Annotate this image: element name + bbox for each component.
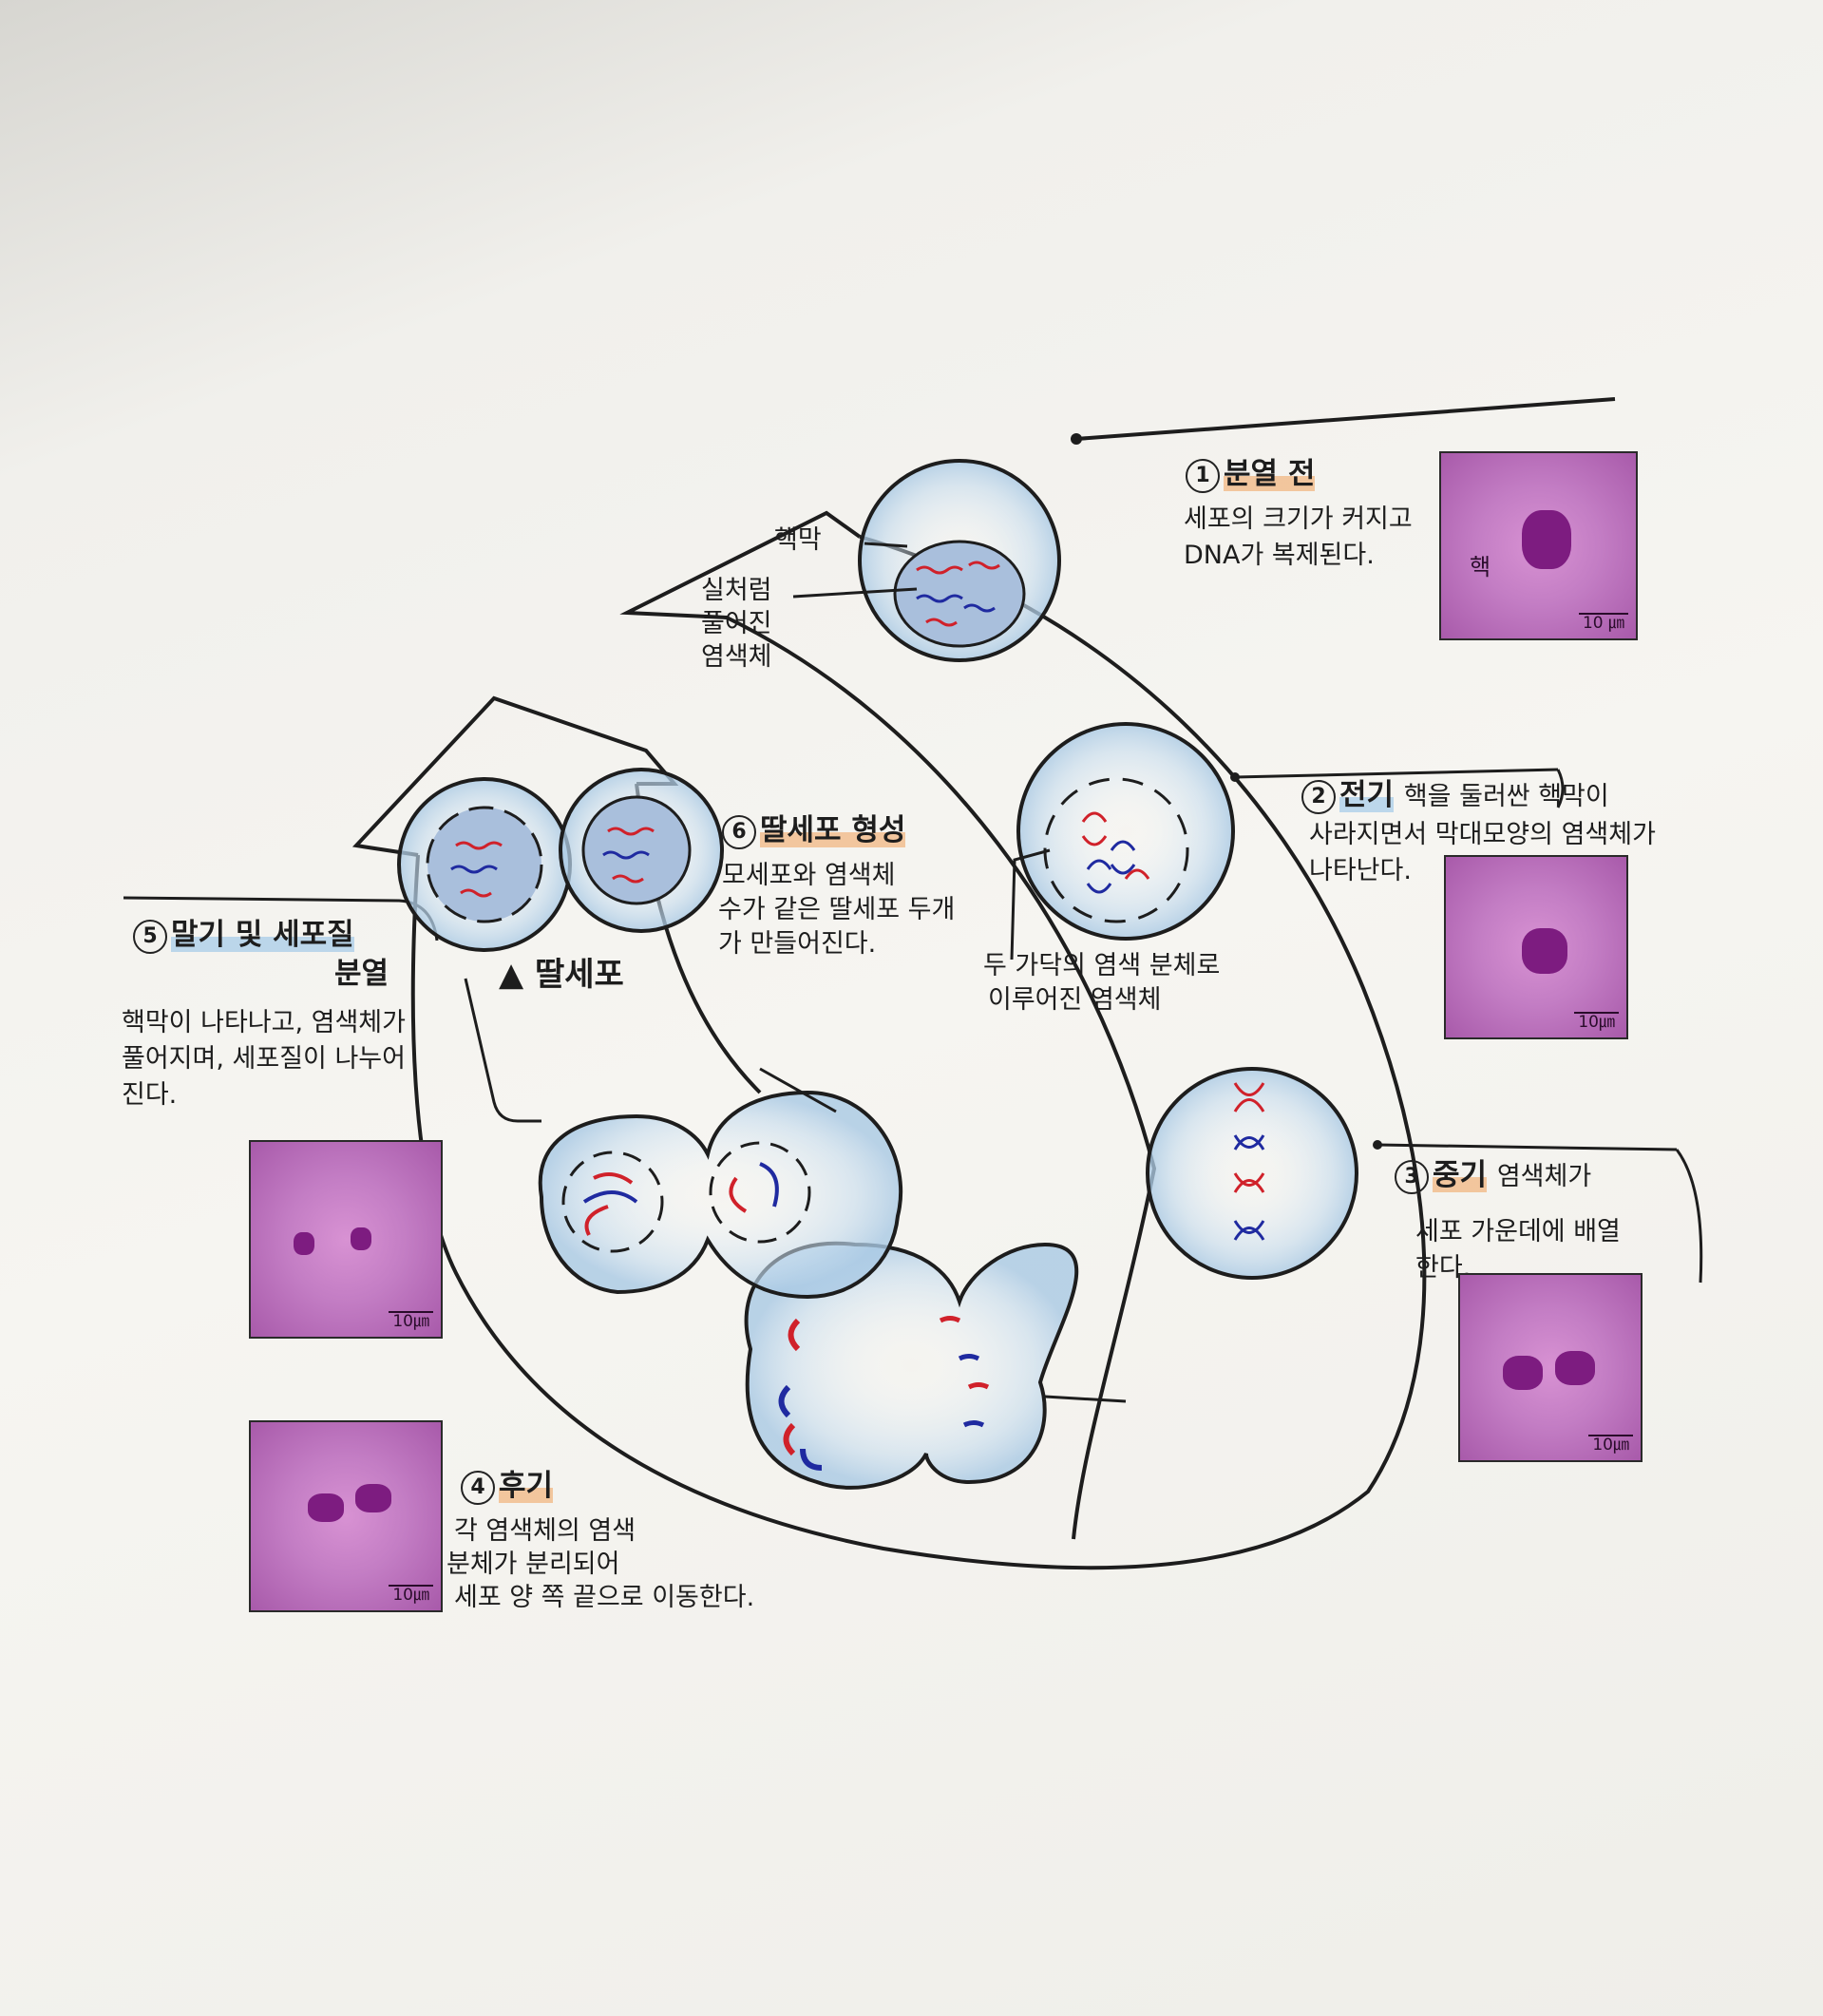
loose-chromosome-label-1: 실처럼 xyxy=(701,576,772,605)
stage2-desc-1: 핵을 둘러싼 핵막이 xyxy=(1403,782,1609,811)
stage3-desc-1: 염색체가 xyxy=(1496,1162,1592,1191)
stage5-desc-3: 진다. xyxy=(122,1080,178,1110)
stage1-desc-1: 세포의 크기가 커지고 xyxy=(1184,504,1413,534)
stage5-scale-bar: 10㎛ xyxy=(389,1311,433,1331)
stage4-number: 4 xyxy=(461,1470,495,1505)
stage1-micrograph: 핵 10 ㎛ xyxy=(1439,451,1638,640)
cell-interphase xyxy=(792,459,1061,662)
stage4-desc-2: 분체가 분리되어 xyxy=(446,1550,620,1579)
daughter-cells-label: ▲ 딸세포 xyxy=(499,956,624,994)
stage3-desc-2: 세포 가운데에 배열 xyxy=(1415,1217,1621,1246)
stage4-desc-1: 각 염색체의 염색 xyxy=(454,1516,636,1546)
nucleus-label: 핵 xyxy=(1470,554,1491,580)
stage3-scale-bar: 10㎛ xyxy=(1588,1435,1633,1455)
stage1-number: 1 xyxy=(1186,458,1220,493)
stage4-micrograph: 10㎛ xyxy=(249,1420,443,1612)
daughter-cells xyxy=(397,768,724,952)
two-chromatids-label-2: 이루어진 염색체 xyxy=(988,985,1162,1015)
stage6-desc-3: 가 만들어진다. xyxy=(718,929,877,959)
stage2-micrograph: 10㎛ xyxy=(1444,855,1628,1039)
top-leader-line xyxy=(1071,397,1616,445)
stage5-number: 5 xyxy=(133,919,167,954)
cell-metaphase xyxy=(1146,1067,1703,1284)
stage2-desc-2: 사라지면서 막대모양의 염색체가 xyxy=(1309,820,1656,849)
stage2-desc-3: 나타난다. xyxy=(1309,856,1412,885)
stage2-scale-bar: 10㎛ xyxy=(1574,1012,1619,1032)
stage5-micrograph: 10㎛ xyxy=(249,1140,443,1339)
stage4-desc-3: 세포 양 쪽 끝으로 이동한다. xyxy=(454,1583,755,1612)
stage6-desc-1: 모세포와 염색체 xyxy=(722,861,896,890)
loose-chromosome-label-2: 풀어진 xyxy=(701,609,772,638)
stage3-number: 3 xyxy=(1395,1159,1429,1194)
loose-chromosome-label-3: 염색체 xyxy=(701,642,772,672)
stage1-scale-bar: 10 ㎛ xyxy=(1578,613,1628,633)
stage4-scale-bar: 10㎛ xyxy=(389,1585,433,1605)
stage1-desc-2: DNA가 복제된다. xyxy=(1184,541,1375,570)
stage6-number: 6 xyxy=(722,814,756,849)
stage5-desc-1: 핵막이 나타나고, 염색체가 xyxy=(122,1008,406,1037)
stage5-title-line2: 분열 xyxy=(334,957,389,991)
stage6-desc-2: 수가 같은 딸세포 두개 xyxy=(718,895,956,924)
cell-prophase xyxy=(1010,722,1565,960)
two-chromatids-label-1: 두 가닥의 염색 분체로 xyxy=(983,951,1221,980)
stage5-desc-2: 풀어지며, 세포질이 나누어 xyxy=(122,1044,406,1074)
stage2-number: 2 xyxy=(1301,779,1336,814)
nuclear-membrane-label: 핵막 xyxy=(774,525,822,555)
stage3-micrograph: 10㎛ xyxy=(1458,1273,1643,1462)
